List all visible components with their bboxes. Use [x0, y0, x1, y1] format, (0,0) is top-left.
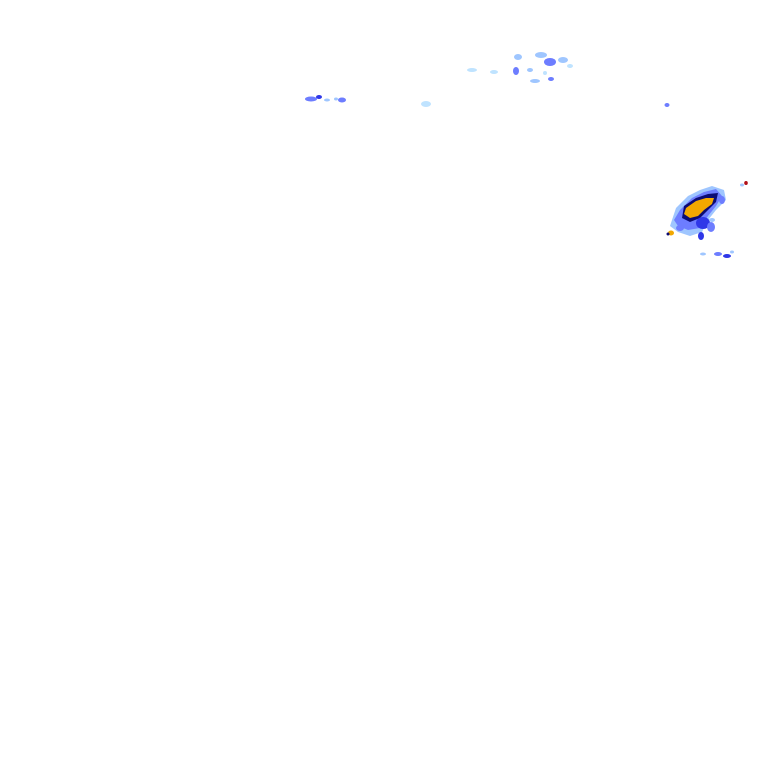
echo-extreme — [744, 181, 748, 185]
echo-medium — [305, 96, 317, 102]
echo-medium — [707, 222, 715, 232]
echo-medium — [664, 103, 670, 107]
echo-very-light — [567, 64, 573, 68]
echo-light — [558, 57, 568, 63]
echo-light — [700, 252, 706, 256]
echo-very-light — [543, 71, 547, 75]
echo-cluster-far-east-speck — [744, 181, 748, 185]
echo-very-light — [467, 68, 477, 72]
echo-strong — [723, 254, 731, 258]
echo-medium — [548, 77, 554, 81]
echo-light — [514, 54, 522, 60]
echo-medium — [338, 97, 346, 103]
echo-medium — [714, 252, 722, 256]
echo-medium — [513, 67, 519, 75]
echo-heavy — [684, 198, 714, 218]
echo-cluster-east-storm-cell — [666, 183, 744, 240]
echo-strong — [316, 95, 322, 99]
echo-cluster-east-trailing — [700, 250, 734, 258]
echo-strong — [698, 232, 704, 240]
echo-light — [530, 79, 540, 83]
echo-light — [740, 183, 744, 187]
echo-very-light — [490, 70, 498, 74]
echo-light — [709, 218, 715, 222]
echo-medium — [719, 196, 725, 204]
echo-heavy — [668, 230, 674, 236]
echo-medium — [544, 58, 556, 66]
echo-strong — [696, 217, 710, 229]
echo-light — [334, 97, 338, 101]
echo-cluster-north-small — [421, 101, 431, 107]
echo-dark — [666, 232, 670, 236]
echo-cluster-north-central — [467, 52, 573, 83]
echo-cluster-north-east-speck — [664, 103, 670, 107]
echo-light — [527, 68, 533, 72]
echo-light — [730, 250, 734, 254]
echo-medium — [676, 225, 684, 231]
echo-light — [324, 98, 330, 102]
echo-cluster-north-west — [305, 95, 346, 103]
echo-very-light — [421, 101, 431, 107]
echo-light — [535, 52, 547, 58]
